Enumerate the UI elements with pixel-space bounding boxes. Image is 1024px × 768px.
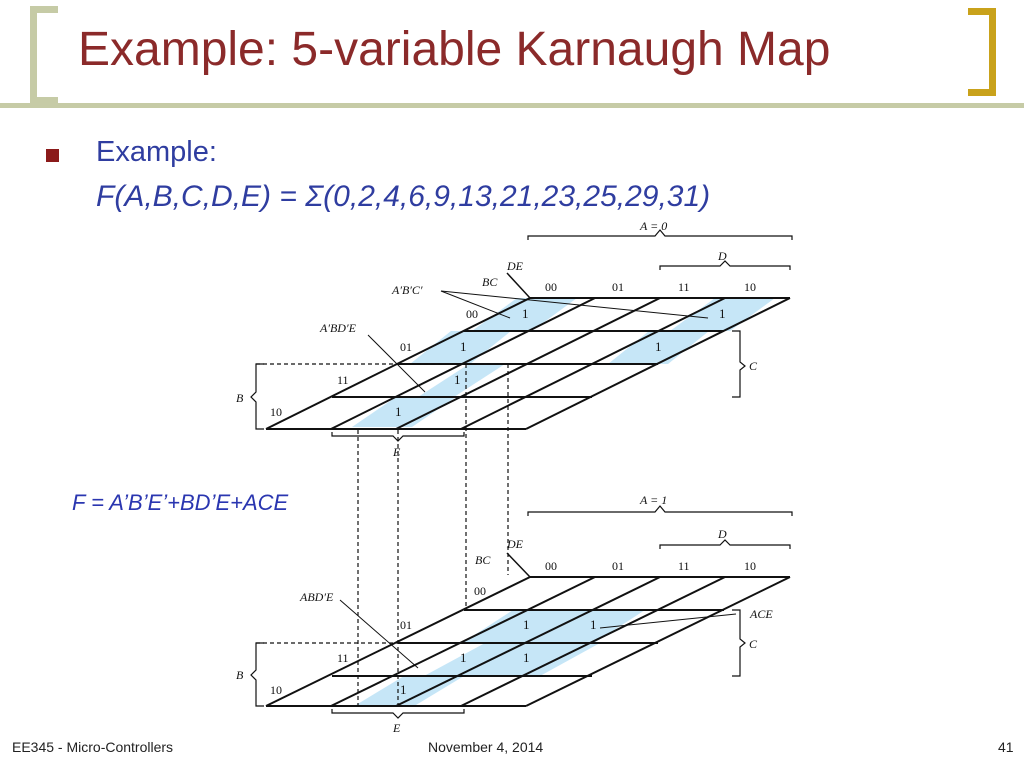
bullet-square-icon (46, 149, 59, 162)
kmap-bottom-row-label: 01 (400, 618, 412, 632)
kmap-top-col-label: 00 (545, 280, 557, 294)
kmap-bottom-col-label: 11 (678, 559, 690, 573)
kmap-top-bc-label: BC (482, 275, 498, 289)
kmap-top-highlights (352, 298, 775, 427)
highlight-bottom-row2-col1-2 (424, 643, 600, 676)
function-definition: F(A,B,C,D,E) = Σ(0,2,4,6,9,13,21,23,25,2… (96, 180, 711, 213)
kmap-callout-leaders (339, 290, 737, 669)
kmap-bottom-callout-2: ACE (749, 607, 773, 621)
highlight-bottom-row1-col1-2 (462, 610, 645, 643)
kmap-bottom-cell-one: 1 (523, 650, 530, 665)
page-title: Example: 5-variable Karnaugh Map (78, 23, 831, 76)
footer-page-number: 41 (998, 739, 1014, 755)
kmap-bottom-bc-label: BC (475, 553, 491, 567)
kmap-bottom-cell-one: 1 (590, 617, 597, 632)
kmap-bottom-a-label: A = 1 (639, 493, 667, 507)
kmap-top-col-label: 11 (678, 280, 690, 294)
kmap-bottom-b-label: B (236, 668, 244, 682)
kmap-bottom-c-label: C (749, 637, 758, 651)
kmap-top-de-label: DE (506, 259, 524, 273)
kmap-bottom-row-label: 00 (474, 584, 486, 598)
kmap-bottom-braces (250, 505, 793, 719)
title-bracket-left (30, 6, 58, 104)
kmap-bottom-col-label: 00 (545, 559, 557, 573)
kmap-top-row-label: 11 (337, 373, 349, 387)
kmap-bottom-row-label: 11 (337, 651, 349, 665)
kmap-top-b-label: B (236, 391, 244, 405)
kmap-top-a-label: A = 0 (639, 219, 667, 233)
highlight-bottom-row3-col1 (356, 676, 464, 705)
kmap-top-cell-one: 1 (460, 339, 467, 354)
kmap-top-corner-line (506, 272, 531, 299)
kmap-top-row-label: 10 (270, 405, 282, 419)
kmap-bottom-col-label: 10 (744, 559, 756, 573)
kmap-top-cell-one: 1 (522, 306, 529, 321)
kmap-top-col-label: 10 (744, 280, 756, 294)
kmap-bottom-grid (265, 576, 791, 707)
highlight-top-row0-col0 (472, 298, 577, 331)
kmap-top-row-label: 01 (400, 340, 412, 354)
highlight-top-row1-col0 (410, 331, 511, 364)
footer-course: EE345 - Micro-Controllers (12, 739, 174, 755)
bullet-text: Example: (96, 136, 217, 168)
kmap-top-callout-2: A′BD′E (319, 321, 357, 335)
kmap-top-col-label: 01 (612, 280, 624, 294)
kmap-bottom-highlights (356, 610, 645, 705)
kmap-top-cell-one: 1 (454, 372, 461, 387)
title-bracket-right (968, 8, 996, 96)
kmap-bottom-de-label: DE (506, 537, 524, 551)
highlight-top-row2-col1 (418, 364, 505, 397)
kmap-bottom-cell-one: 1 (400, 682, 407, 697)
kmap-bottom-e-label: E (392, 721, 401, 735)
kmap-top-row-label: 00 (466, 307, 478, 321)
kmap-top-cell-one: 1 (719, 306, 726, 321)
kmap-top-cell-one: 1 (395, 404, 402, 419)
kmap-top-callout-1: A′B′C′ (391, 283, 423, 297)
kmap-top-cell-one: 1 (655, 339, 662, 354)
simplified-expression: F = A’B’E’+BD’E+ACE (72, 490, 289, 515)
kmap-bottom-callout-1: ABD′E (299, 590, 334, 604)
kmap-top-c-label: C (749, 359, 758, 373)
kmap-bottom-corner-line (506, 552, 531, 578)
kmap-top-d-label: D (717, 249, 727, 263)
kmap-top-braces (250, 229, 793, 442)
footer-date: November 4, 2014 (428, 739, 544, 755)
highlight-top-row1-col3 (608, 331, 709, 364)
kmap-top-e-label: E (392, 445, 401, 459)
kmap-bottom-d-label: D (717, 527, 727, 541)
kmap-bottom-row-label: 10 (270, 683, 282, 697)
kmap-bottom-col-label: 01 (612, 559, 624, 573)
kmap-dashed-connectors (256, 363, 509, 706)
kmap-bottom-cell-one: 1 (460, 650, 467, 665)
kmap-bottom-cell-one: 1 (523, 617, 530, 632)
highlight-top-row0-col3 (670, 298, 775, 331)
highlight-top-row3-col1 (352, 397, 456, 427)
title-rule (0, 103, 1024, 108)
